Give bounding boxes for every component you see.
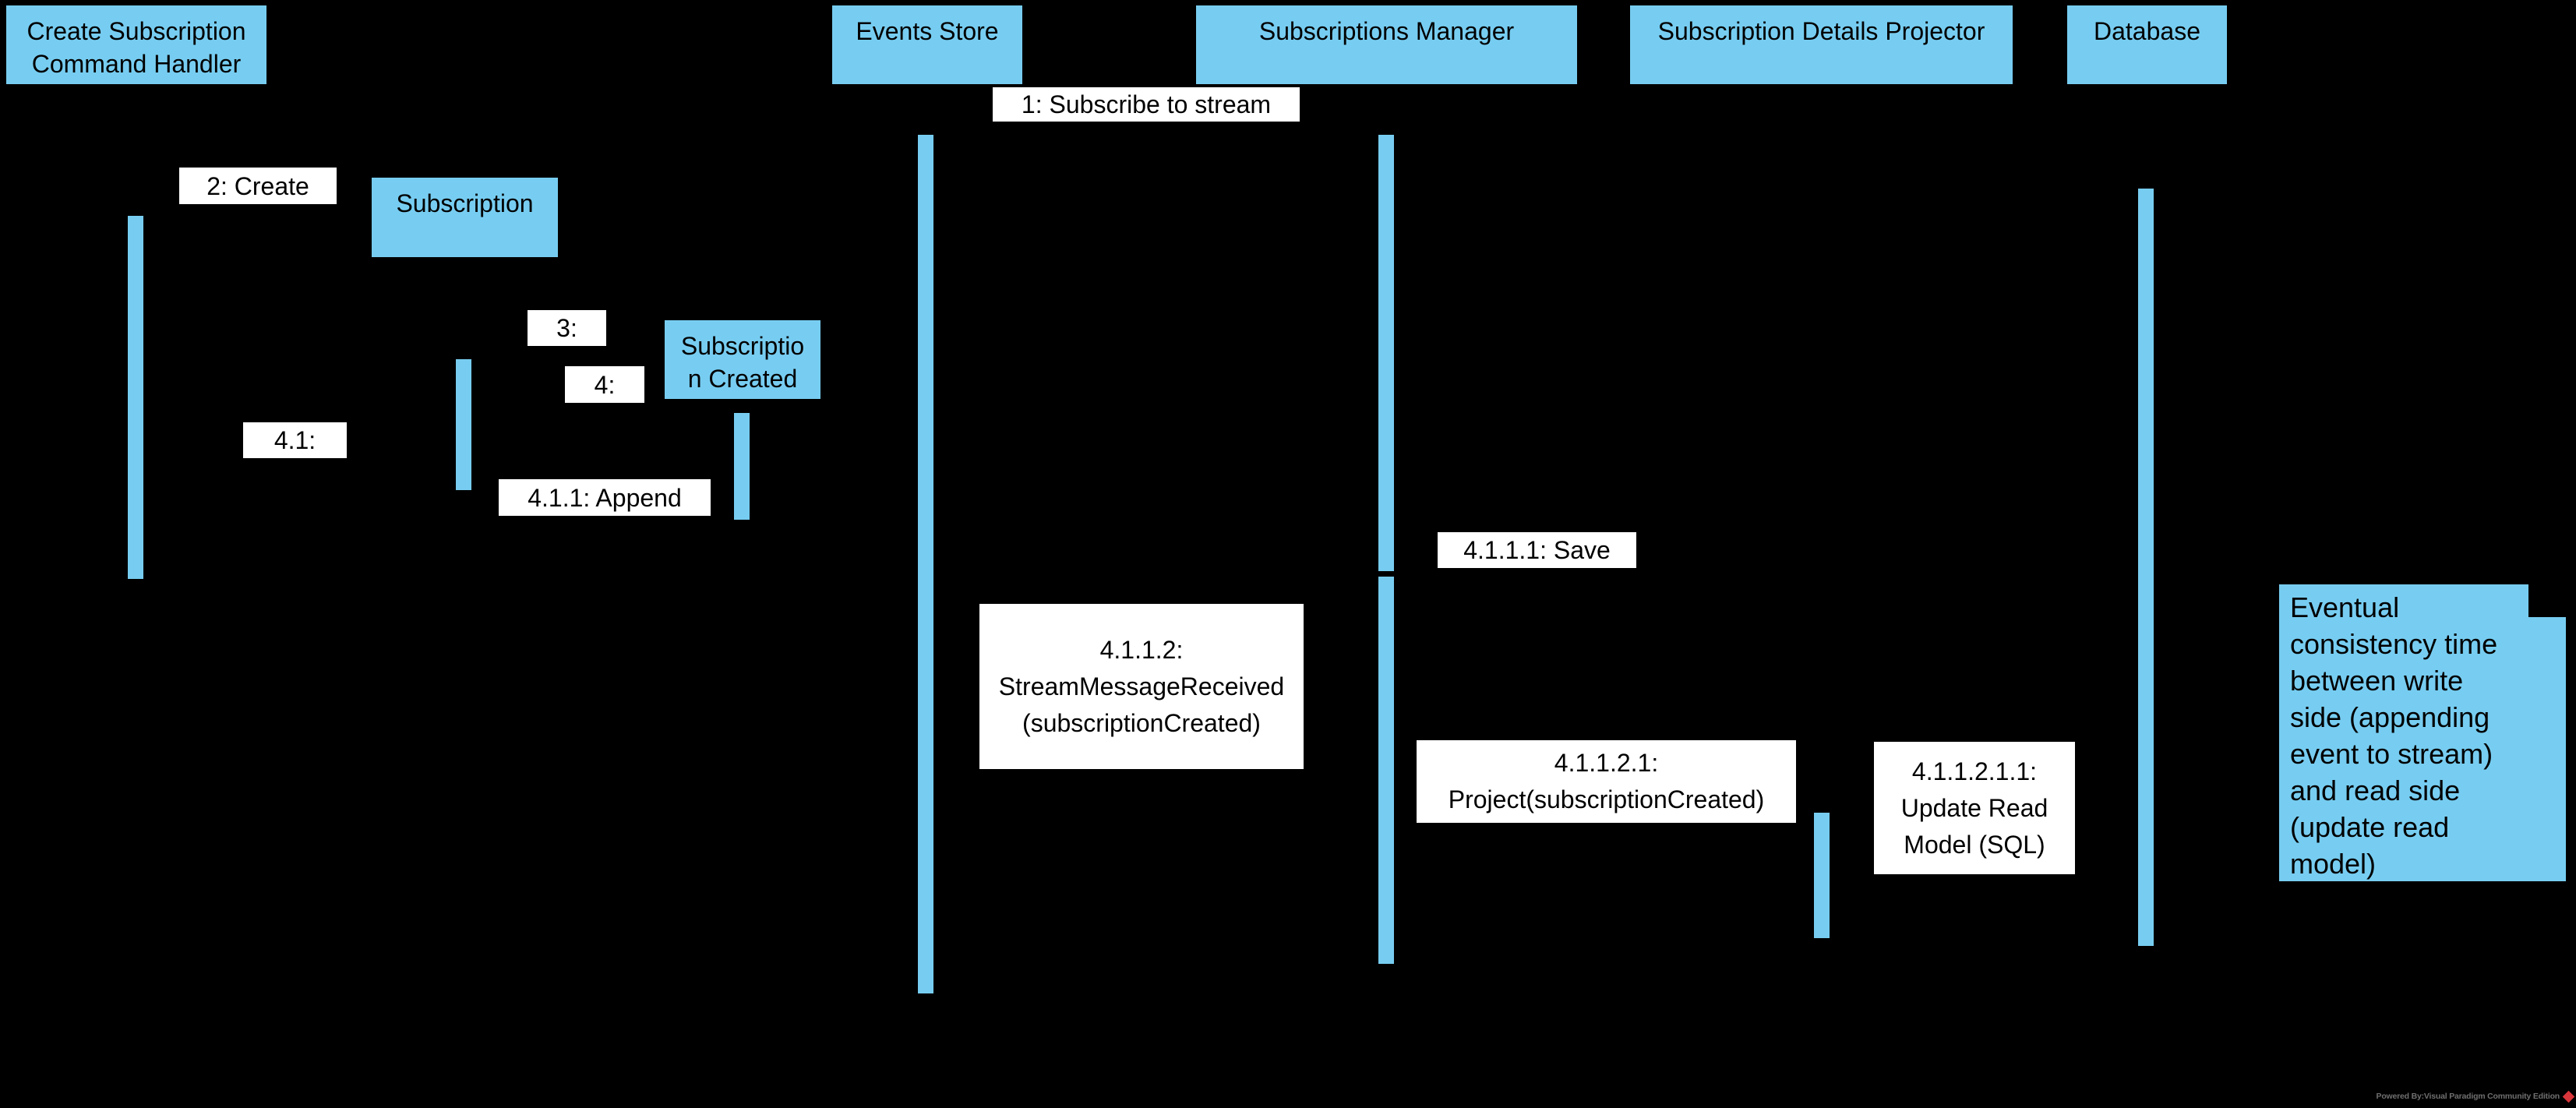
visual-paradigm-logo-icon	[2562, 1090, 2575, 1103]
message-label-stream-message-received: 4.1.1.2: StreamMessageReceived (subscrip…	[979, 604, 1304, 769]
lifeline-header-database: Database	[2067, 5, 2227, 84]
object-box-subscription-created: Subscriptio n Created	[665, 320, 820, 399]
lifeline-header-create-subscription-command-handler: Create Subscription Command Handler	[6, 5, 266, 84]
lifeline-header-subscriptions-manager: Subscriptions Manager	[1196, 5, 1577, 84]
message-label-3: 3:	[528, 310, 606, 346]
activation-bar-database	[2138, 189, 2154, 946]
message-label-append: 4.1.1: Append	[499, 479, 711, 516]
activation-bar-command-handler	[128, 216, 143, 579]
activation-bar-subscription-created	[734, 413, 750, 520]
activation-bar-subscription	[456, 359, 471, 490]
activation-bar-events-store	[918, 135, 933, 993]
object-box-subscription: Subscription	[372, 178, 558, 257]
note-eventual-consistency: Eventual consistency time between write …	[2279, 584, 2566, 881]
message-label-project-subscription-created: 4.1.1.2.1: Project(subscriptionCreated)	[1417, 740, 1796, 823]
message-label-4: 4:	[565, 366, 644, 403]
watermark-text: Powered By:Visual Paradigm Community Edi…	[2376, 1092, 2560, 1101]
message-label-create: 2: Create	[179, 168, 337, 204]
message-label-subscribe-to-stream: 1: Subscribe to stream	[993, 87, 1300, 122]
message-label-update-read-model: 4.1.1.2.1.1: Update Read Model (SQL)	[1874, 742, 2075, 874]
activation-bar-subscriptions-manager-1	[1378, 135, 1394, 571]
activation-bar-details-projector	[1814, 813, 1830, 938]
message-label-save: 4.1.1.1: Save	[1438, 532, 1636, 568]
activation-bar-subscriptions-manager-2	[1378, 577, 1394, 964]
note-text: Eventual consistency time between write …	[2290, 591, 2498, 880]
watermark: Powered By:Visual Paradigm Community Edi…	[2376, 1090, 2575, 1103]
message-label-4-1: 4.1:	[243, 422, 347, 458]
lifeline-header-events-store: Events Store	[832, 5, 1022, 84]
lifeline-header-subscription-details-projector: Subscription Details Projector	[1630, 5, 2013, 84]
